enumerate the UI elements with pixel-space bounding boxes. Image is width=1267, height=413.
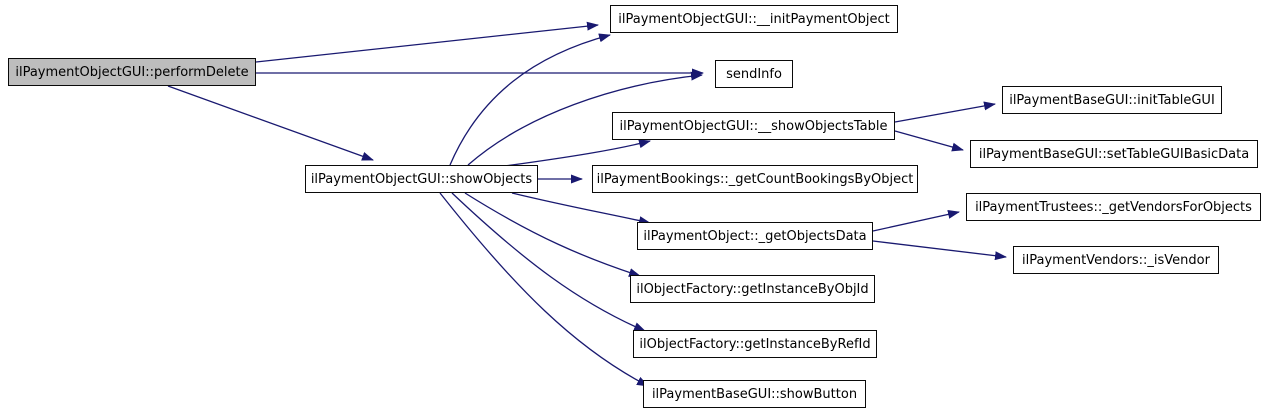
edge-performDelete-to-initPaymentObject — [255, 21, 599, 63]
graph-node-getVendorsForObjects[interactable]: ilPaymentTrustees::_getVendorsForObjects — [966, 193, 1261, 221]
edge-showObjects-to-getInstanceByRefId — [451, 192, 646, 332]
edge-getObjectsData-to-isVendor — [872, 240, 1007, 261]
edge-showObjectsTable-to-initTableGUI — [894, 101, 996, 123]
graph-node-initPaymentObject[interactable]: ilPaymentObjectGUI::__initPaymentObject — [610, 5, 898, 33]
graph-node-sendInfo[interactable]: sendInfo — [715, 60, 793, 88]
graph-node-getObjectsData[interactable]: ilPaymentObject::_getObjectsData — [637, 222, 873, 250]
graph-node-showButton[interactable]: ilPaymentBaseGUI::showButton — [643, 380, 866, 408]
edge-showObjects-to-showButton — [439, 192, 649, 387]
graph-node-getCountBookingsByObject[interactable]: ilPaymentBookings::_getCountBookingsByOb… — [592, 165, 918, 193]
edge-showObjects-to-getInstanceByObjId — [464, 192, 641, 277]
graph-node-setTableGUIBasicData[interactable]: ilPaymentBaseGUI::setTableGUIBasicData — [970, 140, 1258, 168]
graph-node-performDelete[interactable]: ilPaymentObjectGUI::performDelete — [8, 58, 256, 86]
graph-node-initTableGUI[interactable]: ilPaymentBaseGUI::initTableGUI — [1002, 86, 1222, 114]
graph-node-getInstanceByObjId[interactable]: ilObjectFactory::getInstanceByObjId — [630, 275, 875, 303]
graph-node-showObjectsTable[interactable]: ilPaymentObjectGUI::__showObjectsTable — [612, 112, 895, 140]
edge-showObjects-to-getObjectsData — [511, 192, 651, 225]
edge-showObjects-to-initPaymentObject — [449, 33, 611, 166]
edge-showObjects-to-sendInfo — [467, 71, 703, 166]
edge-getObjectsData-to-getVendorsForObjects — [872, 209, 960, 232]
edge-showObjects-to-showObjectsTable — [504, 139, 651, 167]
graph-node-showObjects[interactable]: ilPaymentObjectGUI::showObjects — [305, 165, 538, 193]
edge-showObjectsTable-to-setTableGUIBasicData — [894, 130, 964, 152]
graph-node-getInstanceByRefId[interactable]: ilObjectFactory::getInstanceByRefId — [633, 330, 877, 358]
graph-node-isVendor[interactable]: ilPaymentVendors::_isVendor — [1013, 246, 1219, 274]
edge-performDelete-to-showObjects — [167, 85, 374, 161]
